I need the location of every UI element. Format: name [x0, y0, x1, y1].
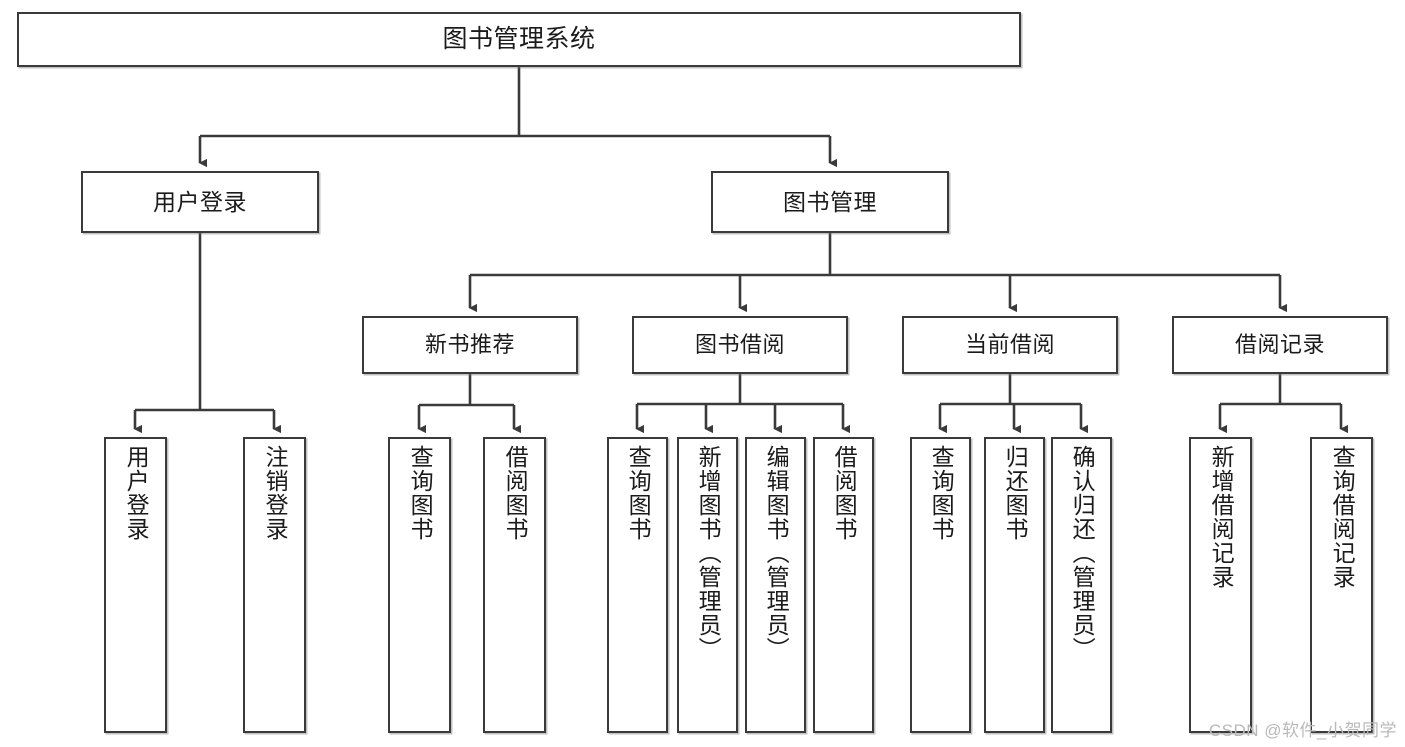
node-leaf-edit-book-label: 编辑图书（管理员） [763, 445, 790, 661]
node-current-borrow-label: 当前借阅 [964, 332, 1055, 358]
node-leaf-query-book-1[interactable]: 查询图书 [388, 437, 451, 733]
watermark-text: CSDN @软件_小贺同学 [1208, 721, 1397, 740]
node-borrow-record-label: 借阅记录 [1234, 332, 1325, 358]
node-current-borrow[interactable]: 当前借阅 [902, 316, 1118, 374]
node-leaf-user-login-label: 用户登录 [123, 445, 150, 541]
node-user-login[interactable]: 用户登录 [81, 171, 319, 233]
node-root-label: 图书管理系统 [442, 25, 596, 54]
node-leaf-query-book-3-label: 查询图书 [928, 445, 955, 541]
node-leaf-query-book-2[interactable]: 查询图书 [607, 437, 668, 733]
node-leaf-edit-book[interactable]: 编辑图书（管理员） [745, 437, 806, 733]
node-book-borrow[interactable]: 图书借阅 [632, 316, 848, 374]
node-leaf-borrow-book-1-label: 借阅图书 [502, 445, 529, 541]
node-leaf-logout-label: 注销登录 [262, 445, 289, 541]
node-new-book-rec[interactable]: 新书推荐 [362, 316, 578, 374]
node-user-login-label: 用户登录 [153, 188, 247, 215]
node-leaf-query-book-3[interactable]: 查询图书 [910, 437, 971, 733]
node-leaf-add-book-label: 新增图书（管理员） [695, 445, 722, 661]
node-leaf-query-book-2-label: 查询图书 [625, 445, 652, 541]
node-leaf-add-record[interactable]: 新增借阅记录 [1189, 437, 1252, 733]
node-leaf-confirm-return-label: 确认归还（管理员） [1069, 445, 1096, 661]
node-book-borrow-label: 图书借阅 [694, 332, 785, 358]
node-leaf-user-login[interactable]: 用户登录 [104, 437, 167, 733]
node-root[interactable]: 图书管理系统 [17, 12, 1021, 67]
node-book-manage-label: 图书管理 [783, 188, 877, 215]
node-leaf-logout[interactable]: 注销登录 [243, 437, 306, 733]
node-leaf-borrow-book-1[interactable]: 借阅图书 [483, 437, 546, 733]
node-leaf-query-book-1-label: 查询图书 [407, 445, 434, 541]
node-leaf-borrow-book-2[interactable]: 借阅图书 [813, 437, 874, 733]
node-leaf-borrow-book-2-label: 借阅图书 [831, 445, 858, 541]
node-book-manage[interactable]: 图书管理 [711, 171, 949, 233]
node-leaf-query-record-label: 查询借阅记录 [1329, 445, 1356, 589]
node-leaf-confirm-return[interactable]: 确认归还（管理员） [1051, 437, 1112, 733]
node-leaf-return-book-label: 归还图书 [1002, 445, 1029, 541]
node-borrow-record[interactable]: 借阅记录 [1172, 316, 1388, 374]
node-leaf-add-book[interactable]: 新增图书（管理员） [677, 437, 738, 733]
node-leaf-return-book[interactable]: 归还图书 [984, 437, 1045, 733]
node-leaf-add-record-label: 新增借阅记录 [1208, 445, 1235, 589]
node-new-book-rec-label: 新书推荐 [424, 332, 515, 358]
node-leaf-query-record[interactable]: 查询借阅记录 [1310, 437, 1373, 733]
